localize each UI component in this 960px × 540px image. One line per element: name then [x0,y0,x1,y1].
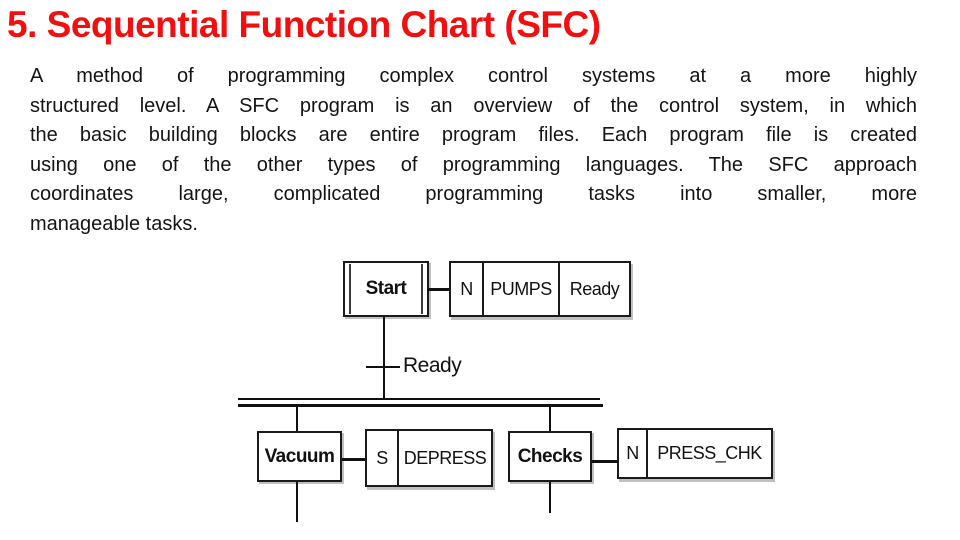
body-line: structured level. A SFC program is an ov… [30,94,917,117]
body-line: coordinates large, complicated programmi… [30,183,917,205]
flow-line-start-down [383,317,385,399]
connector-start-to-pumps [427,288,449,291]
action-qualifier-cell: N [451,263,484,315]
connector-vacuum-to-depress [342,458,365,461]
action-qualifier-cell: N [619,430,648,477]
flow-line-checks-down [549,482,551,513]
step-start-box: Start [343,261,429,317]
connector-checks-to-presschk [592,460,617,463]
action-name-cell: DEPRESS [403,447,487,468]
action-block-depress: S DEPRESS [365,429,493,487]
slide-body-paragraph: A method of programming complex control … [30,62,917,239]
step-vacuum-label: Vacuum [264,445,335,467]
body-line: using one of the other types of programm… [30,153,917,176]
body-line: the basic building blocks are entire pro… [30,124,917,146]
initial-step-double-border-right [421,264,423,314]
parallel-branch-line-bottom [238,404,603,407]
step-checks-label: Checks [517,445,583,467]
action-name-cell: PUMPS [484,263,560,315]
body-line: manageable tasks. [30,212,198,235]
step-checks-box: Checks [508,431,592,482]
action-block-pumps: N PUMPS Ready [449,261,631,317]
step-vacuum-box: Vacuum [257,431,342,482]
transition-tick [366,366,400,368]
flow-line-branch-to-vacuum [296,407,298,431]
slide-title: 5. Sequential Function Chart (SFC) [7,4,601,45]
flow-line-vacuum-down [296,482,298,522]
flow-line-branch-to-checks [549,407,551,431]
action-name-cell: PRESS_CHK [657,443,762,463]
initial-step-double-border-left [349,264,351,314]
action-block-press-chk: N PRESS_CHK [617,428,773,479]
action-indicator-cell: Ready [569,278,620,299]
parallel-branch-line-top [238,398,600,400]
body-line: A method of programming complex control … [30,65,917,87]
transition-label: Ready [403,354,462,377]
step-start-label: Start [365,278,407,299]
action-qualifier-cell: S [367,431,399,485]
